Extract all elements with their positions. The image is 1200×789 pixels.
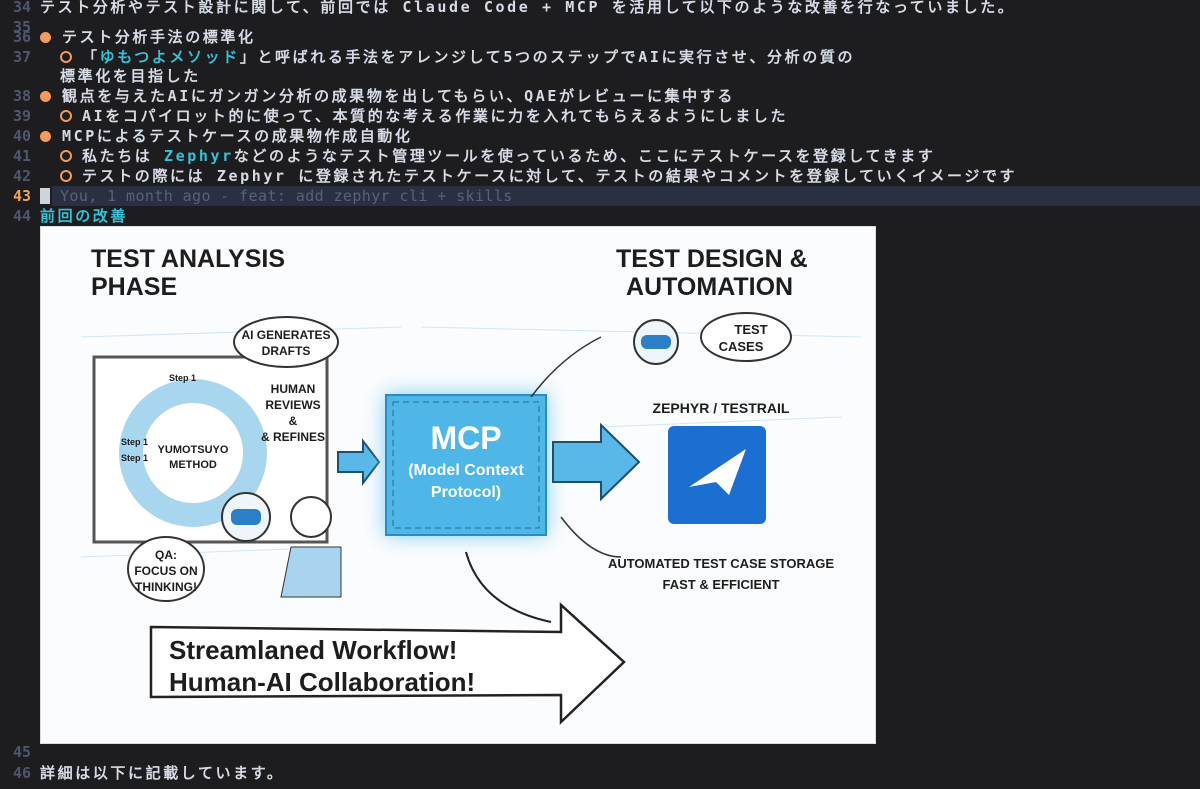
- paper-plane-icon: [689, 449, 746, 495]
- bullet-icon: [40, 131, 51, 142]
- arrow-icon: [552, 422, 641, 502]
- qa-text-2: FOCUS ON: [134, 564, 197, 578]
- left-title: TEST ANALYSIS: [91, 245, 285, 273]
- current-line-highlight: You, 1 month ago - feat: add zephyr cli …: [52, 186, 1200, 206]
- person-icon: [290, 496, 332, 538]
- flow-curve: [530, 336, 602, 398]
- mcp-subtitle-2: Protocol): [431, 484, 501, 501]
- sub-bullet-icon: [60, 110, 72, 122]
- line-37: 37「ゆもつよメソッド」と呼ばれる手法をアレンジして5つのステップでAIに実行さ…: [12, 48, 856, 66]
- workflow-text: Streamlaned Workflow!: [169, 635, 457, 665]
- test-cases-text-2: CASES: [719, 339, 764, 354]
- step-label: Step 1: [121, 453, 148, 463]
- line-45: 45: [12, 743, 31, 761]
- robot-visor-2: [641, 335, 671, 349]
- arrow-icon: [337, 438, 381, 486]
- qa-text-3: THINKING!: [135, 580, 197, 594]
- left-title-2: PHASE: [91, 273, 177, 301]
- storage-text: AUTOMATED TEST CASE STORAGE: [608, 556, 834, 571]
- robot-visor: [231, 509, 261, 525]
- mcp-box: [385, 394, 547, 536]
- step-label: Step 1: [121, 437, 148, 447]
- ai-bubble-text: AI GENERATES: [241, 328, 330, 342]
- zephyr-label: ZEPHYR / TESTRAIL: [653, 400, 790, 416]
- ai-bubble-text-2: DRAFTS: [262, 344, 311, 358]
- heading: 前回の改善: [40, 207, 129, 225]
- method-label-2: METHOD: [169, 459, 217, 471]
- mcp-title: MCP: [430, 420, 501, 456]
- sub-bullet-icon: [60, 150, 72, 162]
- right-title-2: AUTOMATION: [626, 273, 793, 301]
- person-body: [280, 546, 342, 598]
- text-cursor: [40, 188, 50, 204]
- test-cases-bubble: [700, 312, 792, 362]
- qa-bubble: [127, 536, 205, 602]
- workflow-arrow: [149, 602, 626, 725]
- embedded-image: TEST ANALYSIS PHASE TEST DESIGN & AUTOMA…: [40, 226, 876, 744]
- qa-text: QA:: [155, 548, 177, 562]
- mcp-box-stitch: [392, 401, 540, 529]
- flow-curve-3: [465, 551, 552, 623]
- ai-bubble: [233, 316, 339, 368]
- bullet-icon: [40, 32, 51, 43]
- sub-bullet-icon: [60, 170, 72, 182]
- flow-curve-2: [560, 516, 622, 558]
- line-35: 35: [12, 18, 31, 36]
- sub-bullet-icon: [60, 51, 72, 63]
- human-reviews: HUMAN: [271, 382, 316, 396]
- git-blame: You, 1 month ago - feat: add zephyr cli …: [60, 187, 513, 205]
- line-37-wrap: 標準化を目指した: [60, 67, 201, 85]
- method-label: YUMOTSUYO: [158, 444, 229, 456]
- right-title: TEST DESIGN &: [616, 245, 808, 273]
- test-cases-text: TEST: [734, 322, 767, 337]
- human-reviews-3: &: [289, 414, 298, 428]
- cycle-ring: [119, 379, 267, 527]
- human-reviews-4: & REFINES: [261, 430, 325, 444]
- storage-text-2: FAST & EFFICIENT: [663, 577, 780, 592]
- bullet-icon: [40, 91, 51, 102]
- human-reviews-2: REVIEWS: [265, 398, 320, 412]
- mcp-subtitle: (Model Context: [408, 462, 524, 479]
- step-label: Step 1: [169, 373, 196, 383]
- workflow-text-2: Human-AI Collaboration!: [169, 667, 475, 697]
